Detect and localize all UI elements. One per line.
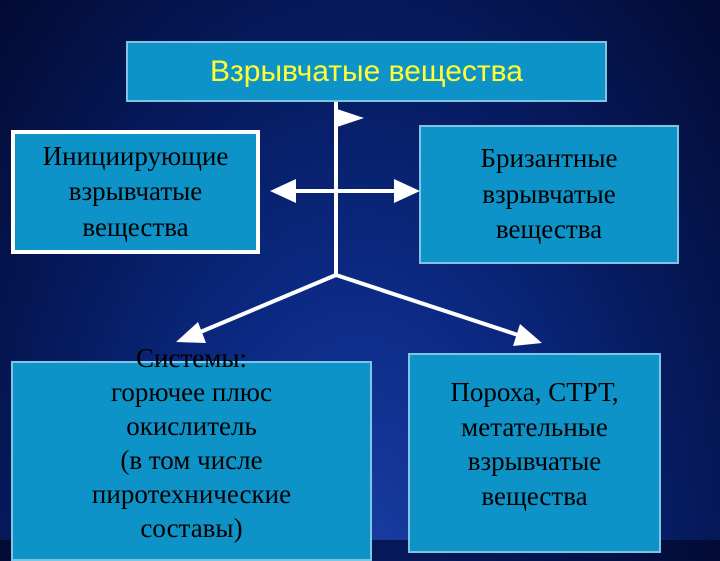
initiating-line-3: вещества <box>82 211 189 242</box>
systems-line-1: Системы: <box>136 343 247 373</box>
powders-line-3: взрывчатые <box>467 446 602 477</box>
systems-line-3: окислитель <box>126 411 257 442</box>
arrow-right-head <box>394 179 420 203</box>
systems-line-2: горючее плюс <box>111 377 272 408</box>
systems-line-5: пиротехнические <box>91 479 292 510</box>
arrow-down-left-head <box>176 322 206 343</box>
initiating-explosives-text: Инициирующие взрывчатые вещества <box>43 139 229 246</box>
flag-marker <box>334 108 364 128</box>
powders-line-2: метательные <box>461 411 608 442</box>
systems-line-4: (в том числе <box>120 445 263 476</box>
initiating-line-2: взрывчатые <box>68 176 203 207</box>
root-node-label: Взрывчатые вещества <box>210 54 523 88</box>
brisant-explosives-box: Бризантные взрывчатые вещества <box>419 125 679 264</box>
powders-line-1: Пороха, СТРТ, <box>450 377 619 407</box>
root-node-box: Взрывчатые вещества <box>126 41 607 102</box>
initiating-line-1: Инициирующие <box>42 140 229 171</box>
arrow-left-head <box>270 179 296 203</box>
brisant-line-1: Бризантные <box>480 143 618 174</box>
brisant-line-3: вещества <box>495 214 603 245</box>
connector-lines <box>0 0 720 540</box>
powders-text: Пороха, СТРТ, метательные взрывчатые вещ… <box>450 375 618 513</box>
brisant-explosives-text: Бризантные взрывчатые вещества <box>481 141 618 248</box>
powders-line-4: вещества <box>481 480 588 511</box>
systems-line-6: составы) <box>140 513 243 544</box>
brisant-line-2: взрывчатые <box>482 178 616 209</box>
arrow-down-right-head <box>513 324 542 346</box>
systems-text: Системы: горючее плюс окислитель (в том … <box>92 341 291 545</box>
branch-left-line <box>197 273 337 335</box>
initiating-explosives-box: Инициирующие взрывчатые вещества <box>11 130 260 254</box>
branch-right-line <box>335 273 519 337</box>
